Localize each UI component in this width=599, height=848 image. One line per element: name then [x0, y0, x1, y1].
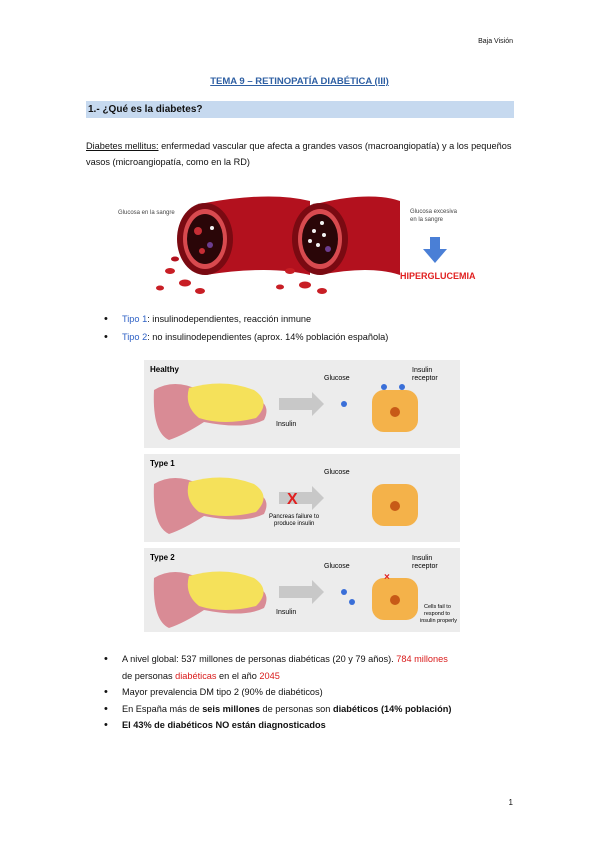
panel-type2-cells-2: respond to: [424, 611, 450, 617]
list-item: A nivel global: 537 millones de personas…: [104, 651, 524, 684]
figure1-label-right-2: en la sangre: [410, 217, 444, 223]
stat1-text-b: de personas: [122, 670, 176, 681]
panel-type2-cells-1: Cells fail to: [424, 604, 451, 610]
stat1-text-c: en el año: [216, 670, 260, 681]
vessel-left-icon: [156, 196, 310, 294]
intro-term: Diabetes mellitus:: [86, 141, 159, 151]
list-item: Tipo 1: insulinodependientes, reacción i…: [104, 310, 388, 328]
stat1-red-2: diabéticas: [175, 670, 217, 681]
hyperglycemia-caption: HIPERGLUCEMIA: [400, 271, 476, 281]
panel-healthy-receptor-1: Insulin: [412, 367, 432, 374]
header-course-label: Baja Visión: [478, 38, 513, 45]
panel-type1-failure-2: produce insulin: [274, 521, 314, 527]
vessel-right-icon: [276, 196, 400, 294]
panel-healthy-receptor-2: receptor: [412, 375, 438, 382]
list-item: Tipo 2: no insulinodependientes (aprox. …: [104, 328, 388, 346]
down-arrow-icon: [423, 237, 447, 263]
list-item: El 43% de diabéticos NO están diagnostic…: [104, 717, 524, 734]
panel-type2-insulin: Insulin: [276, 609, 296, 616]
svg-text:X: X: [287, 491, 298, 508]
intro-paragraph: Diabetes mellitus: enfermedad vascular q…: [86, 139, 516, 170]
panel-type1-failure-1: Pancreas failure to: [269, 514, 320, 520]
diabetes-types-list: Tipo 1: insulinodependientes, reacción i…: [104, 310, 388, 346]
svg-text:×: ×: [384, 572, 390, 583]
panel-type1-glucose: Glucose: [324, 469, 350, 476]
section-heading: 1.- ¿Qué es la diabetes?: [86, 101, 514, 118]
stat3-text-c: de personas son: [259, 703, 333, 714]
type1-label: Tipo 1: [122, 314, 148, 324]
panel-type2-receptor-2: receptor: [412, 563, 438, 570]
diabetes-types-figure: Healthy Insulin Glucose Insulin receptor…: [144, 360, 460, 632]
list-item: Mayor prevalencia DM tipo 2 (90% de diab…: [104, 684, 524, 701]
stat3-text-a: En España más de: [122, 703, 203, 714]
panel-healthy-insulin: Insulin: [276, 421, 296, 428]
panel-type2-title: Type 2: [150, 553, 175, 562]
stat1-text-a: A nivel global: 537 millones de personas…: [122, 654, 397, 664]
stat3-text-b: seis millones: [202, 703, 260, 714]
stat1-red-3: 2045: [259, 670, 280, 681]
intro-text: enfermedad vascular que afecta a grandes…: [86, 141, 512, 167]
panel-type2-cells-3: insulin properly: [420, 618, 457, 624]
panel-type1: Type 1 X Pancreas failure to produce ins…: [144, 454, 460, 542]
type1-desc: : insulinodependientes, reacción inmune: [147, 314, 312, 324]
panel-healthy: Healthy Insulin Glucose Insulin receptor: [144, 360, 460, 448]
type2-label: Tipo 2: [122, 332, 148, 342]
panel-type1-title: Type 1: [150, 459, 175, 468]
stat4-text: El 43% de diabéticos NO están diagnostic…: [122, 720, 326, 730]
figure1-label-right-1: Glucosa excesiva: [410, 209, 458, 215]
stat2-text: Mayor prevalencia DM tipo 2 (90% de diab…: [122, 687, 323, 697]
blood-vessel-figure: Glucosa en la sangre Glucosa excesiva en…: [118, 196, 476, 294]
stat3-text-d: diabéticos (14% población): [332, 703, 452, 714]
panel-type2: Type 2 Insulin Glucose × Insulin recepto…: [144, 548, 460, 632]
panel-type2-receptor-1: Insulin: [412, 555, 432, 562]
type2-desc: : no insulinodependientes (aprox. 14% po…: [147, 332, 389, 342]
statistics-list: A nivel global: 537 millones de personas…: [104, 651, 524, 734]
panel-type2-glucose: Glucose: [324, 563, 350, 570]
document-title: TEMA 9 – RETINOPATÍA DIABÉTICA (III): [210, 76, 389, 87]
panel-healthy-glucose: Glucose: [324, 375, 350, 382]
page-number: 1: [508, 798, 513, 807]
panel-healthy-title: Healthy: [150, 365, 179, 374]
figure1-label-left: Glucosa en la sangre: [118, 210, 175, 216]
list-item: En España más de seis millones de person…: [104, 701, 524, 718]
stat1-red-1: 784 millones: [396, 654, 448, 664]
